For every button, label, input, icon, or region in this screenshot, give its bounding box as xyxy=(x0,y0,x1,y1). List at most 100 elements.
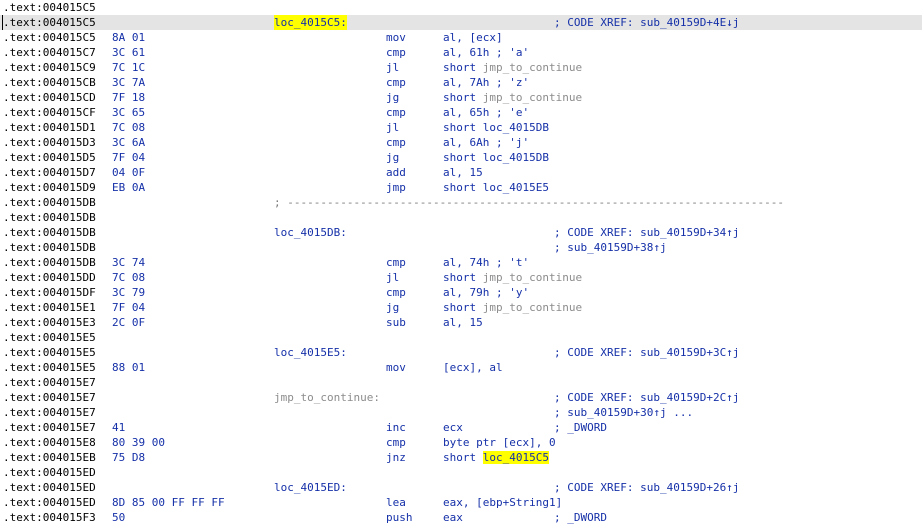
instruction-mnemonic[interactable]: lea xyxy=(386,496,406,509)
instruction-mnemonic[interactable]: jmp xyxy=(386,181,406,194)
instruction-mnemonic[interactable]: cmp xyxy=(386,436,406,449)
listing-row[interactable]: .text:004015DB; ------------------------… xyxy=(0,195,922,210)
xref-comment[interactable]: ; CODE XREF: sub_40159D+2C↑j xyxy=(554,391,740,404)
instruction-mnemonic[interactable]: jg xyxy=(386,91,400,104)
listing-row[interactable]: .text:004015E7 xyxy=(0,375,922,390)
address[interactable]: .text:004015E7 xyxy=(3,391,96,404)
address[interactable]: .text:004015C9 xyxy=(3,61,96,74)
code-label[interactable]: loc_4015C5: xyxy=(274,15,347,30)
instruction-mnemonic[interactable]: mov xyxy=(386,361,406,374)
instruction-operands[interactable]: short jmp_to_continue xyxy=(443,300,582,315)
address[interactable]: .text:004015D5 xyxy=(3,151,96,164)
operand-reference[interactable]: jmp_to_continue xyxy=(482,91,583,104)
address[interactable]: .text:004015EB xyxy=(3,451,96,464)
listing-row[interactable]: .text:004015E5 xyxy=(0,330,922,345)
address[interactable]: .text:004015C5 xyxy=(3,1,96,14)
listing-row[interactable]: .text:004015C5 loc_4015C5: ; CODE XREF: su… xyxy=(0,15,922,30)
listing-row[interactable]: .text:004015E7; sub_40159D+30↑j ... xyxy=(0,405,922,420)
xref-comment[interactable]: ; CODE XREF: sub_40159D+3C↑j xyxy=(554,346,740,359)
instruction-mnemonic[interactable]: cmp xyxy=(386,136,406,149)
instruction-mnemonic[interactable]: jg xyxy=(386,151,400,164)
instruction-mnemonic[interactable]: push xyxy=(386,511,413,524)
instruction-mnemonic[interactable]: add xyxy=(386,166,406,179)
instruction-operands[interactable]: short jmp_to_continue xyxy=(443,90,582,105)
operand-reference[interactable]: jmp_to_continue xyxy=(482,271,583,284)
instruction-operands[interactable]: ecx xyxy=(443,420,463,435)
address[interactable]: .text:004015ED xyxy=(3,466,96,479)
instruction-mnemonic[interactable]: sub xyxy=(386,316,406,329)
listing-row[interactable]: .text:004015E7 jmp_to_continue: ; CODE XRE… xyxy=(0,390,922,405)
address[interactable]: .text:004015DB xyxy=(3,241,96,254)
instruction-mnemonic[interactable]: cmp xyxy=(386,286,406,299)
address[interactable]: .text:004015E8 xyxy=(3,436,96,449)
address[interactable]: .text:004015E5 xyxy=(3,361,96,374)
code-label[interactable]: jmp_to_continue: xyxy=(274,391,380,404)
address[interactable]: .text:004015E5 xyxy=(3,331,96,344)
instruction-operands[interactable]: al, 15 xyxy=(443,165,483,180)
instruction-mnemonic[interactable]: cmp xyxy=(386,76,406,89)
code-label[interactable]: loc_4015DB: xyxy=(274,226,347,239)
xref-comment[interactable]: ; _DWORD xyxy=(554,421,607,434)
address[interactable]: .text:004015C7 xyxy=(3,46,96,59)
instruction-operands[interactable]: al, [ecx] xyxy=(443,30,503,45)
address[interactable]: .text:004015CD xyxy=(3,91,96,104)
instruction-operands[interactable]: al, 15 xyxy=(443,315,483,330)
instruction-mnemonic[interactable]: jnz xyxy=(386,451,406,464)
xref-comment[interactable]: ; CODE XREF: sub_40159D+26↑j xyxy=(554,481,740,494)
instruction-operands[interactable]: al, 7Ah ; 'z' xyxy=(443,75,529,90)
operand-reference[interactable]: loc_4015C5 xyxy=(482,451,549,464)
xref-comment[interactable]: ; sub_40159D+38↑j xyxy=(554,241,667,254)
xref-comment[interactable]: ; sub_40159D+30↑j ... xyxy=(554,406,694,419)
address[interactable]: .text:004015E5 xyxy=(3,346,96,359)
address[interactable]: .text:004015CF xyxy=(3,106,96,119)
address[interactable]: .text:004015ED xyxy=(3,496,96,509)
code-label[interactable]: loc_4015ED: xyxy=(274,481,347,494)
operand-reference[interactable]: jmp_to_continue xyxy=(482,61,583,74)
listing-row[interactable]: .text:004015DB xyxy=(0,210,922,225)
address[interactable]: .text:004015D1 xyxy=(3,121,96,134)
instruction-mnemonic[interactable]: mov xyxy=(386,31,406,44)
address[interactable]: .text:004015DB xyxy=(3,211,96,224)
instruction-mnemonic[interactable]: cmp xyxy=(386,46,406,59)
instruction-operands[interactable]: short loc_4015DB xyxy=(443,120,549,135)
instruction-operands[interactable]: short loc_4015E5 xyxy=(443,180,549,195)
instruction-mnemonic[interactable]: jl xyxy=(386,121,400,134)
operand-reference[interactable]: String1 xyxy=(509,496,556,509)
address[interactable]: .text:004015C5 xyxy=(3,31,96,44)
instruction-operands[interactable]: short loc_4015C5 xyxy=(443,450,549,465)
instruction-mnemonic[interactable]: jg xyxy=(386,301,400,314)
instruction-operands[interactable]: al, 79h ; 'y' xyxy=(443,285,529,300)
address[interactable]: .text:004015E1 xyxy=(3,301,96,314)
instruction-mnemonic[interactable]: cmp xyxy=(386,256,406,269)
address[interactable]: .text:004015C5 xyxy=(3,16,96,29)
code-label[interactable]: loc_4015E5: xyxy=(274,346,347,359)
instruction-operands[interactable]: byte ptr [ecx], 0 xyxy=(443,435,556,450)
instruction-operands[interactable]: short loc_4015DB xyxy=(443,150,549,165)
instruction-mnemonic[interactable]: jl xyxy=(386,61,400,74)
address[interactable]: .text:004015CB xyxy=(3,76,96,89)
operand-reference[interactable]: jmp_to_continue xyxy=(482,301,583,314)
instruction-operands[interactable]: al, 74h ; 't' xyxy=(443,255,529,270)
xref-comment[interactable]: ; CODE XREF: sub_40159D+34↑j xyxy=(554,226,740,239)
xref-comment[interactable]: ; CODE XREF: sub_40159D+4E↓j xyxy=(554,16,740,29)
address[interactable]: .text:004015D9 xyxy=(3,181,96,194)
